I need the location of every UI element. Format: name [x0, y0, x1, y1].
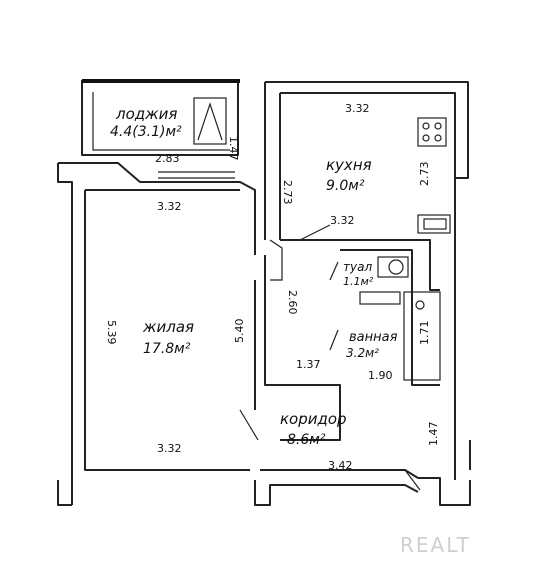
dim-corridor-bottom: 3.42 — [328, 459, 353, 472]
toilet-name: туал — [343, 260, 372, 274]
dim-kitchen-bottom: 3.32 — [330, 214, 355, 227]
living-room-name: жилая — [142, 318, 194, 336]
dim-hall-side: 2.60 — [286, 290, 299, 315]
loggia-name: лоджия — [115, 105, 177, 123]
corridor-walls — [57, 440, 471, 506]
dim-kitchen-right: 2.73 — [418, 162, 431, 187]
loggia-area — [81, 79, 240, 179]
dim-bath-left: 1.37 — [296, 358, 321, 371]
bathroom-sink-icon — [359, 291, 401, 305]
toilet-area-value: 1.1м² — [343, 275, 374, 288]
dim-living-bottom: 3.32 — [157, 442, 182, 455]
watermark-text: REALT — [400, 533, 471, 557]
sink-icon — [417, 214, 451, 234]
corridor-name: коридор — [280, 410, 347, 428]
dim-living-right: 5.40 — [233, 319, 246, 344]
dim-loggia-width: 2.83 — [155, 152, 180, 165]
dim-bath-right: 1.71 — [418, 321, 431, 346]
dim-kitchen-left: 2.73 — [281, 180, 294, 205]
bathroom-block — [269, 224, 441, 441]
bathroom-name: ванная — [349, 330, 398, 345]
kitchen-name: кухня — [326, 156, 372, 174]
toilet-icon — [377, 256, 409, 278]
bathtub-icon — [403, 291, 441, 381]
dim-corridor-right: 1.47 — [427, 422, 440, 447]
living-room-walls — [57, 162, 280, 480]
dim-living-left: 5.39 — [105, 320, 118, 345]
living-room-area-value: 17.8м² — [143, 341, 191, 357]
dim-loggia-depth: 1.47 — [227, 136, 240, 161]
dim-bath-bottom: 1.90 — [368, 369, 393, 382]
kitchen-area-value: 9.0м² — [326, 178, 365, 194]
dim-kitchen-top: 3.32 — [345, 102, 370, 115]
bathroom-area-value: 3.2м² — [346, 346, 379, 360]
loggia-window-icon — [193, 97, 227, 145]
dim-living-top: 3.32 — [157, 200, 182, 213]
loggia-area-value: 4.4(3.1)м² — [110, 124, 182, 140]
corridor-area-value: 8.6м² — [287, 432, 326, 448]
kitchen-walls — [264, 81, 469, 480]
stove-icon — [417, 117, 447, 147]
